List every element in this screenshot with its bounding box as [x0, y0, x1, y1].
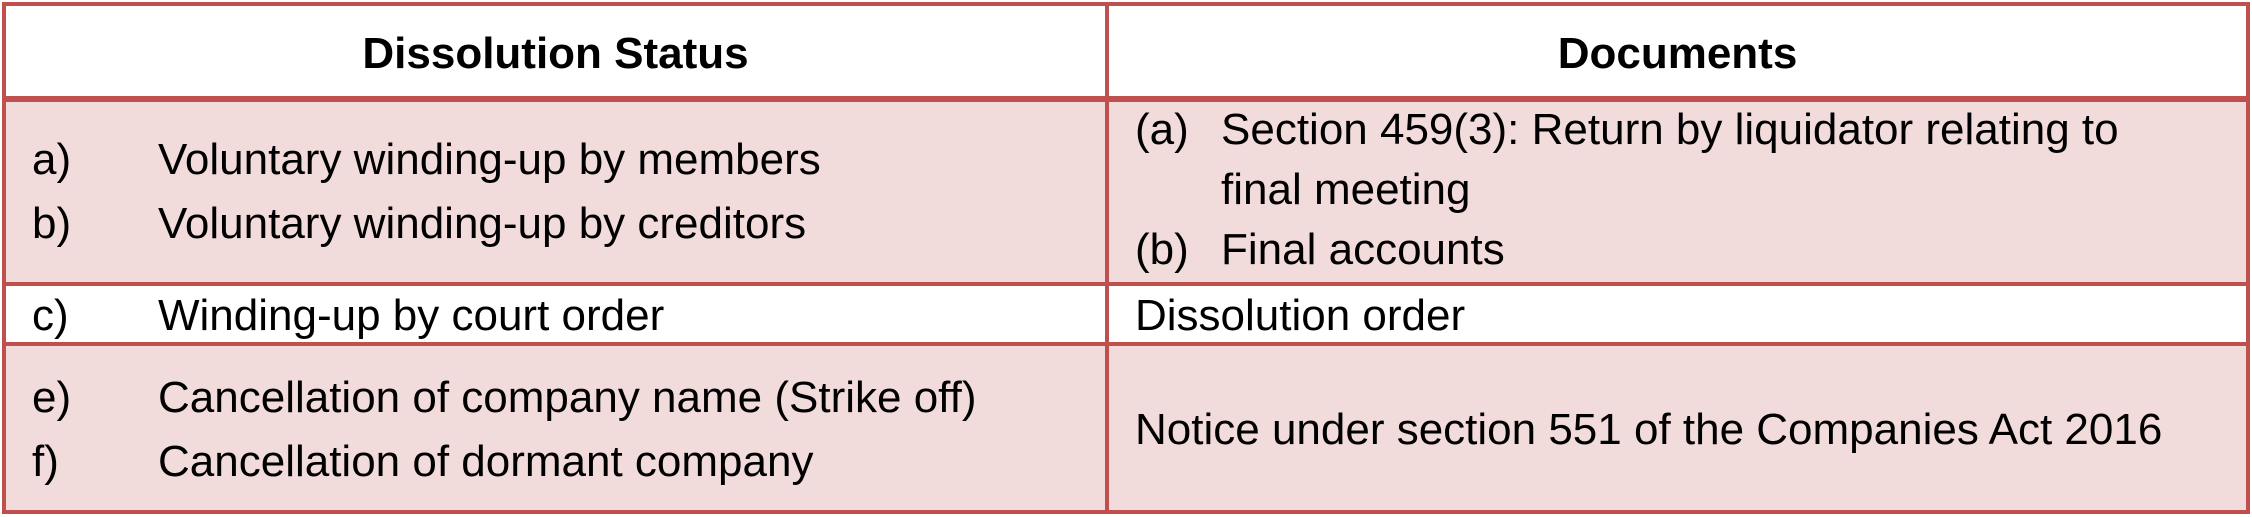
- table-row-2-documents: Dissolution order: [1109, 286, 2246, 346]
- column-header-documents: Documents: [1557, 29, 1798, 78]
- list-item-text: Cancellation of dormant company: [158, 437, 814, 486]
- list-item-text: Final accounts: [1221, 225, 1505, 274]
- table-row-3-status: e) Cancellation of company name (Strike …: [6, 346, 1109, 510]
- list-marker: (a): [1135, 105, 1189, 154]
- list-marker: f): [32, 437, 59, 486]
- list-item-text: final meeting: [1221, 165, 1471, 214]
- list-item-text: Winding-up by court order: [158, 291, 665, 340]
- list-item-text: Section 459(3): Return by liquidator rel…: [1221, 105, 2119, 154]
- list-item-continuation: final meeting: [1109, 160, 2246, 220]
- list-item: (b) Final accounts: [1109, 220, 2246, 280]
- table-row-2-status: c) Winding-up by court order: [6, 286, 1109, 346]
- list-marker: (b): [1135, 225, 1189, 274]
- list-marker: a): [32, 135, 72, 184]
- list-marker: e): [32, 373, 72, 422]
- header-cell-documents: Documents: [1109, 6, 2246, 102]
- cell-text: Notice under section 551 of the Companie…: [1135, 405, 2163, 454]
- list-item: b) Voluntary winding-up by creditors: [6, 194, 1105, 254]
- document-text: Dissolution order: [1109, 286, 2246, 346]
- list-marker: c): [32, 291, 69, 340]
- list-item: f) Cancellation of dormant company: [6, 432, 1105, 492]
- list-item: a) Voluntary winding-up by members: [6, 130, 1105, 190]
- list-item: e) Cancellation of company name (Strike …: [6, 368, 1105, 428]
- table-row-3-documents: Notice under section 551 of the Companie…: [1109, 346, 2246, 510]
- list-item: c) Winding-up by court order: [6, 286, 1105, 346]
- document-text: Notice under section 551 of the Companie…: [1109, 400, 2246, 460]
- header-cell-dissolution-status: Dissolution Status: [6, 6, 1109, 102]
- table-row-1-documents: (a) Section 459(3): Return by liquidator…: [1109, 102, 2246, 286]
- list-item-text: Voluntary winding-up by creditors: [158, 199, 807, 248]
- column-header-dissolution-status: Dissolution Status: [362, 29, 749, 78]
- list-item: (a) Section 459(3): Return by liquidator…: [1109, 100, 2246, 160]
- list-marker: b): [32, 199, 72, 248]
- table-row-1-status: a) Voluntary winding-up by members b) Vo…: [6, 102, 1109, 286]
- list-item-text: Voluntary winding-up by members: [158, 135, 821, 184]
- list-item-text: Cancellation of company name (Strike off…: [158, 373, 977, 422]
- cell-text: Dissolution order: [1135, 291, 1466, 340]
